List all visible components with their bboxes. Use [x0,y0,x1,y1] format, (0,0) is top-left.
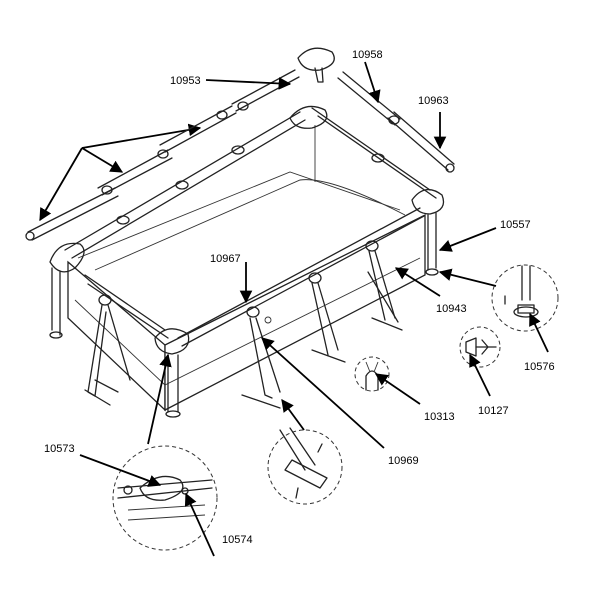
label-10953: 10953 [170,75,201,87]
label-10557: 10557 [500,219,531,231]
label-10963: 10963 [418,95,449,107]
label-10313: 10313 [424,411,455,423]
callout-foot-cap [491,264,559,332]
label-10127: 10127 [478,405,509,417]
label-10943: 10943 [436,303,467,315]
pool-frame [49,105,445,418]
leader-arrows [79,61,549,557]
label-10576: 10576 [524,361,555,373]
label-10967: 10967 [210,253,241,265]
label-10969: 10969 [388,455,419,467]
callout-leg-clip [267,427,343,505]
part-labels: 10953 10958 10963 10557 10967 10943 1057… [44,49,555,546]
callout-plug [459,326,501,368]
loose-rails [25,47,455,241]
label-10573: 10573 [44,443,75,455]
callout-corner-joint [112,445,218,551]
label-10574: 10574 [222,534,253,546]
callout-valve [354,356,390,392]
label-10958: 10958 [352,49,383,61]
